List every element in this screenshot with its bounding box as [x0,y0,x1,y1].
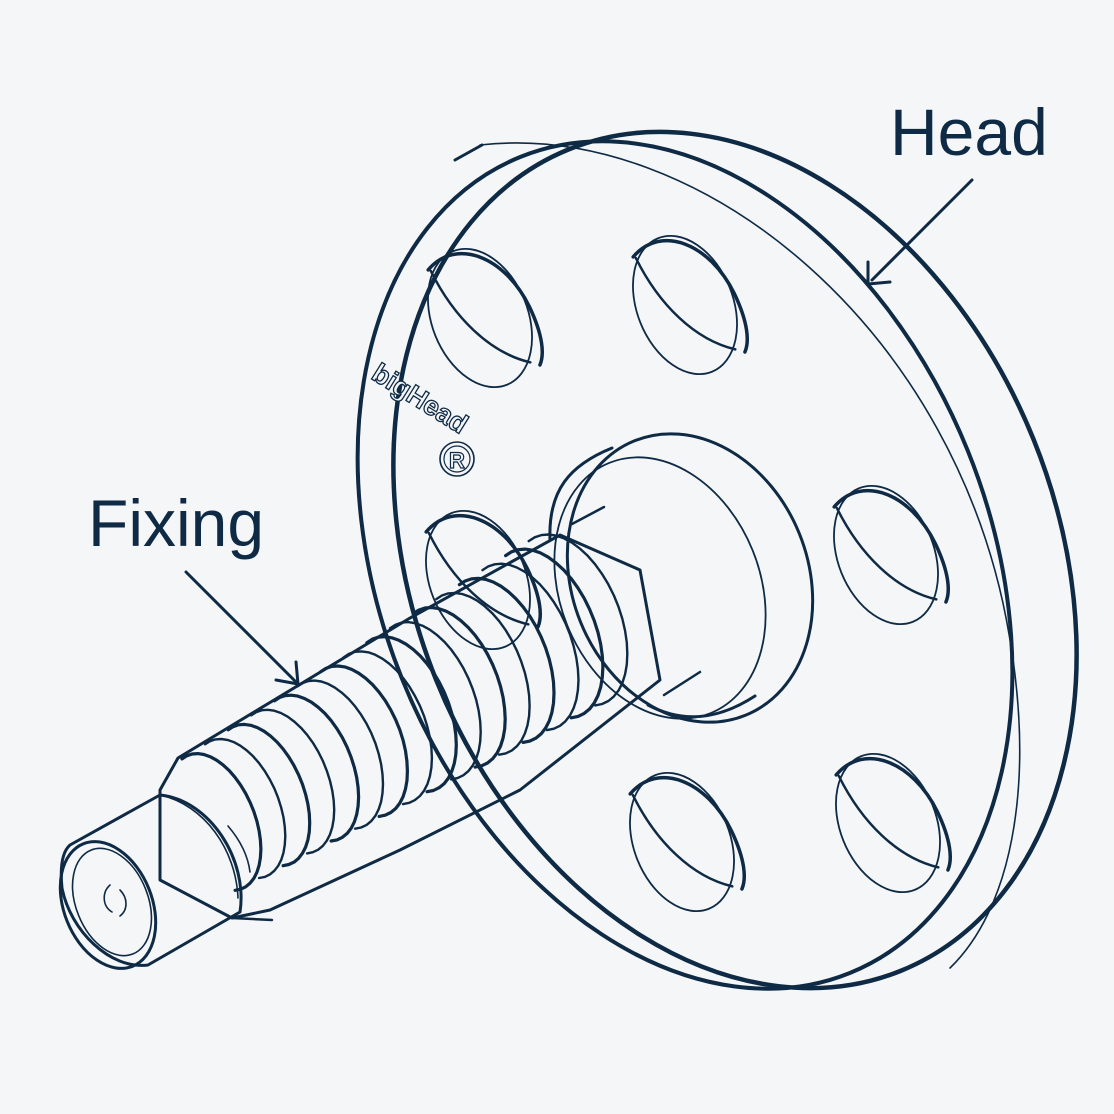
thread-crest [435,591,531,756]
thread-crest [272,693,361,843]
collar-back [565,432,815,724]
head-arrowhead [866,260,892,286]
registered-mark-letter: R [449,448,465,473]
bighead-logo: bigHead R [366,357,475,477]
head-hole [832,484,950,626]
thread-crest [457,576,556,744]
thread-crest [226,722,312,868]
head-collar [548,432,815,724]
fixing-arrowhead [274,660,300,686]
fixing-leader-line [184,570,298,684]
thread-crest [296,679,385,830]
thread-crest [180,752,263,892]
thread-crest [504,547,605,720]
head-label: Head [890,95,1048,169]
thread-crest [319,664,409,818]
head-hole [628,771,746,913]
fixing-label: Fixing [88,486,264,560]
shank-end-face [58,840,158,970]
head-hole [834,752,952,894]
fixing-callout: Fixing [88,486,300,686]
thread-crest [365,635,458,794]
head-hole [426,247,544,389]
shank-plain-end [59,793,243,967]
head-leader-line [870,178,974,282]
registered-mark-ring [443,445,471,473]
shank-end-inner [71,847,153,957]
fixing-shank [58,533,662,970]
head-hole [631,234,749,376]
head-callout: Head [866,95,1048,286]
head-rim-edge [479,142,1021,969]
thread-crest [203,737,287,880]
head-hole [424,509,542,651]
registered-mark-icon [439,441,475,477]
head-front-face [355,139,1015,991]
head-rim-back [391,129,1079,991]
thread-crest [342,650,434,806]
thread-crest [388,620,482,781]
thread-crest [250,708,336,855]
head-rim-top [453,143,484,162]
thread-crest [527,533,629,707]
thread-crests [180,533,629,892]
thread-crest [481,562,580,732]
head-disc: bigHead R [355,129,1079,991]
thread-crest [411,605,507,769]
